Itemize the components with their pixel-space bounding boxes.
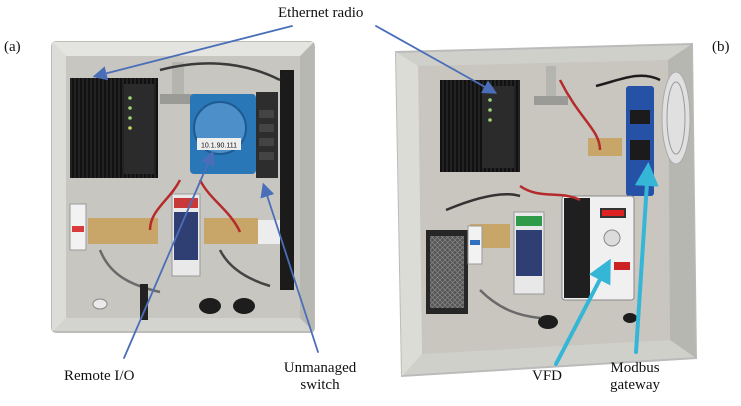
arrow-ethernet-radio-b <box>375 25 498 94</box>
din-rail-components-a <box>69 193 280 277</box>
cables-a <box>98 62 281 294</box>
panel-a-tag: (a) <box>4 39 21 55</box>
ethernet-radio-b <box>440 80 520 172</box>
modbus-gateway-module-b <box>626 86 654 196</box>
ethernet-radio-a <box>70 78 158 178</box>
vfd-drive-b <box>561 195 635 301</box>
cable-glands-b <box>538 313 637 329</box>
arrow-ethernet-radio-a <box>92 25 293 81</box>
fan-grille-b <box>661 71 691 165</box>
arrow-unmanaged-switch <box>260 182 319 353</box>
cable-glands-a <box>92 284 255 320</box>
unmanaged-switch-a <box>256 92 278 178</box>
remote-io-label: Remote I/O <box>64 368 135 384</box>
callout-arrows <box>92 25 659 366</box>
remote-io-ip-label: 10.1.90.111 <box>201 143 237 150</box>
panel-b-tag: (b) <box>712 39 730 55</box>
cables-b <box>445 74 661 320</box>
modbus-gateway-label: Modbus gateway <box>590 360 680 395</box>
antenna-connector-b <box>534 66 568 105</box>
cable-duct-a <box>280 70 294 290</box>
modbus-gateway-label-line1: Modbus <box>610 360 660 376</box>
arrow-remote-io <box>123 150 215 359</box>
breaker-b <box>467 225 483 265</box>
remote-io-module-a: 10.1.90.111 <box>190 94 256 174</box>
arrow-vfd <box>554 258 611 366</box>
power-supply-b <box>513 211 545 295</box>
unmanaged-switch-label-line1: Unmanaged <box>283 360 357 376</box>
vfd-label: VFD <box>532 368 563 384</box>
ethernet-radio-label: Ethernet radio <box>278 5 364 21</box>
unmanaged-switch-label-line2: switch <box>300 377 340 394</box>
cooling-fan-b <box>426 230 468 314</box>
arrow-modbus-gateway <box>634 162 659 354</box>
modbus-gateway-label-line2: gateway <box>610 377 660 394</box>
unmanaged-switch-label: Unmanaged switch <box>270 360 370 395</box>
antenna-connector-a <box>160 62 196 104</box>
